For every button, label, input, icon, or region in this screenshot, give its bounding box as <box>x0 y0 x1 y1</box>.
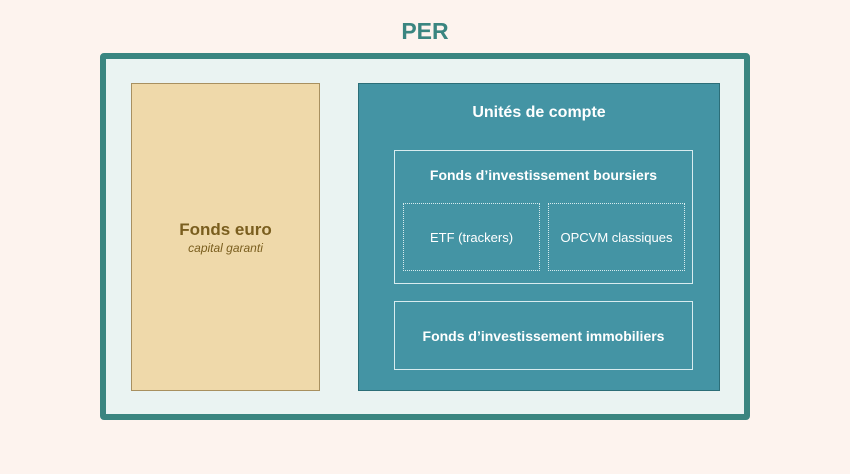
fonds-boursiers-title: Fonds d’investissement boursiers <box>429 167 658 183</box>
opcvm-box: OPCVM classiques <box>548 203 685 271</box>
etf-box: ETF (trackers) <box>403 203 540 271</box>
fonds-euro-subtitle: capital garanti <box>188 240 263 255</box>
fonds-immobiliers-box: Fonds d’investissement immobiliers <box>394 301 693 370</box>
unites-de-compte-box: Unités de compte Fonds d’investissement … <box>358 83 720 391</box>
fonds-euro-title: Fonds euro <box>179 219 272 239</box>
unites-de-compte-title: Unités de compte <box>472 104 606 121</box>
diagram-title: PER <box>401 18 449 44</box>
fonds-euro-box: Fonds euro capital garanti <box>131 83 320 391</box>
fonds-boursiers-box: Fonds d’investissement boursiers ETF (tr… <box>394 150 693 284</box>
